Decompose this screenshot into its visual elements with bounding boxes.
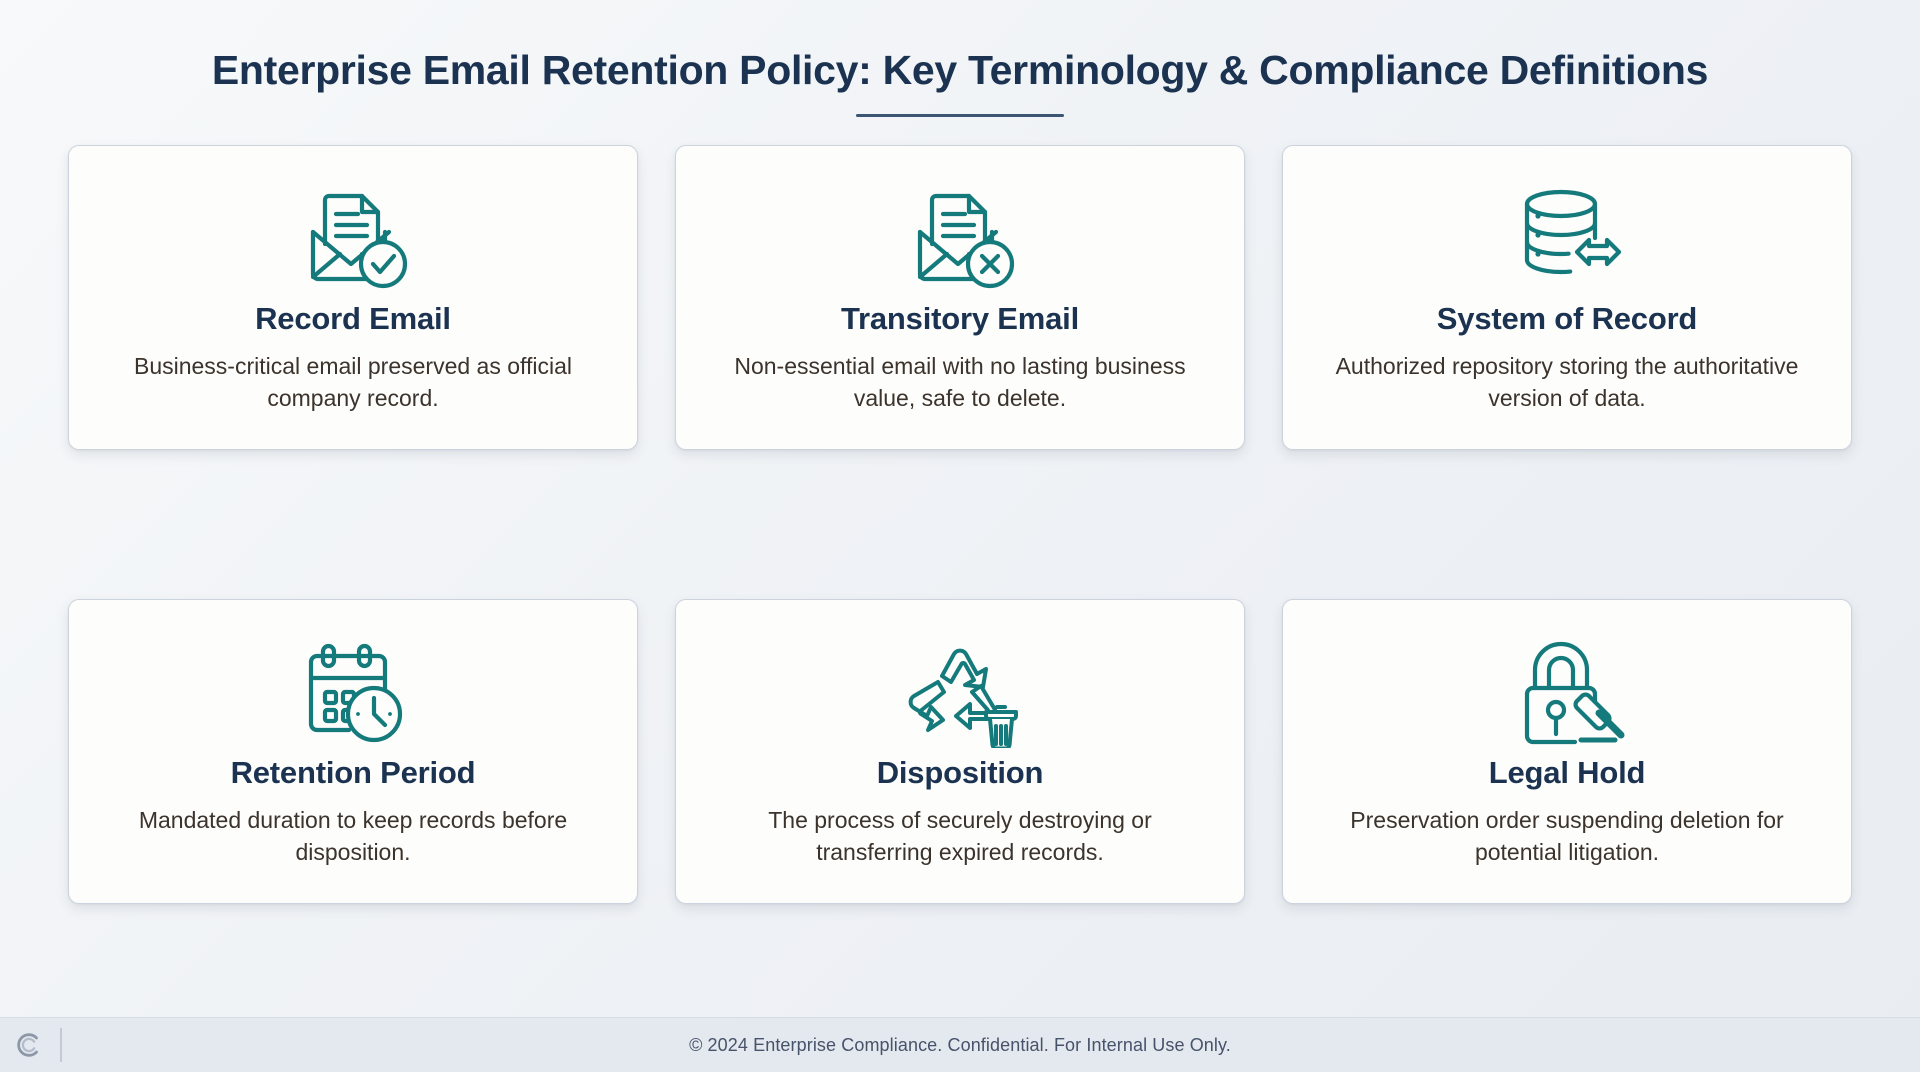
title-block: Enterprise Email Retention Policy: Key T… xyxy=(0,0,1920,118)
definition-card[interactable]: System of Record Authorized repository s… xyxy=(1282,145,1852,451)
card-description: The process of securely destroying or tr… xyxy=(768,807,1152,866)
copyright-c-logo-icon xyxy=(17,1033,38,1057)
definition-card[interactable]: Transitory Email Non-essential email wit… xyxy=(675,145,1245,451)
card-title: Retention Period xyxy=(230,755,476,791)
database-transfer-icon xyxy=(1509,180,1625,296)
definition-card[interactable]: Record Email Business-critical email pre… xyxy=(68,145,638,451)
card-description: Business-critical email preserved as off… xyxy=(133,353,573,412)
definition-card[interactable]: Disposition The process of securely dest… xyxy=(675,599,1245,905)
footer-brand xyxy=(14,1018,62,1072)
card-title: Transitory Email xyxy=(840,301,1079,337)
card-description: Mandated duration to keep records before… xyxy=(138,807,568,866)
envelope-document-check-icon xyxy=(295,180,411,296)
card-title: Disposition xyxy=(876,755,1044,791)
footer-divider xyxy=(60,1028,62,1062)
recycle-trash-icon xyxy=(902,634,1018,750)
definition-card[interactable]: Retention Period Mandated duration to ke… xyxy=(68,599,638,905)
footer-copyright-text: © 2024 Enterprise Compliance. Confidenti… xyxy=(689,1034,1231,1055)
card-title: Record Email xyxy=(255,301,451,337)
calendar-clock-icon xyxy=(295,634,411,750)
card-title: System of Record xyxy=(1436,301,1698,337)
envelope-document-cross-icon xyxy=(902,180,1018,296)
card-description: Non-essential email with no lasting busi… xyxy=(734,353,1186,412)
title-underline-accent xyxy=(856,114,1064,118)
definition-card[interactable]: Legal Hold Preservation order suspending… xyxy=(1282,599,1852,905)
card-description: Preservation order suspending deletion f… xyxy=(1350,807,1784,866)
definition-card-grid: Record Email Business-critical email pre… xyxy=(0,117,1920,1017)
page-title: Enterprise Email Retention Policy: Key T… xyxy=(211,47,1709,93)
card-description: Authorized repository storing the author… xyxy=(1335,353,1799,412)
card-title: Legal Hold xyxy=(1488,755,1646,791)
footer-bar: © 2024 Enterprise Compliance. Confidenti… xyxy=(0,1017,1920,1072)
lock-gavel-icon xyxy=(1509,634,1625,750)
